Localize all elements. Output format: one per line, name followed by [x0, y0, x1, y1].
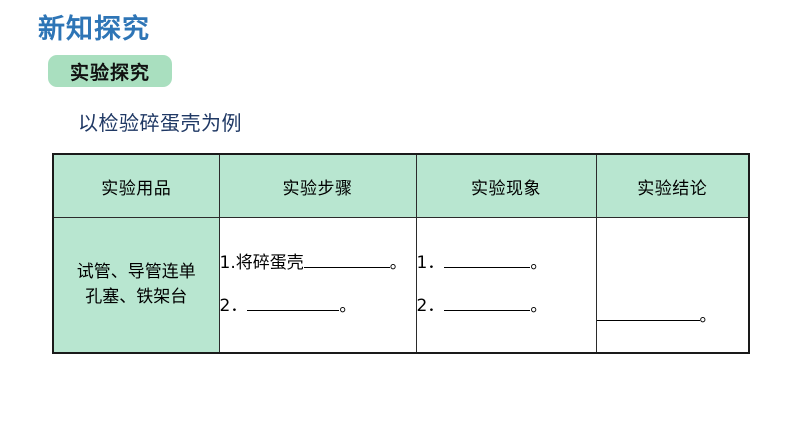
step-2-number: 2．: [219, 296, 248, 316]
table-header-materials: 实验用品: [52, 153, 220, 218]
phenomenon-2-period: 。: [530, 296, 548, 316]
phenomenon-2-number: 2．: [416, 296, 445, 316]
phenomenon-1-blank[interactable]: [444, 267, 531, 268]
step-1-text: 将碎蛋壳: [235, 253, 304, 273]
step-item-1: 1.将碎蛋壳 。: [220, 255, 416, 272]
table-header-conclusion: 实验结论: [595, 153, 750, 218]
phenomenon-item-1: 1． 。: [417, 255, 596, 272]
cell-materials: 试管、导管连单 孔塞、铁架台: [52, 217, 220, 354]
materials-line-2: 孔塞、铁架台: [85, 287, 188, 307]
table-header-phenomena: 实验现象: [415, 153, 597, 218]
phenomenon-1-number: 1．: [416, 253, 445, 273]
subtitle-text: 以检验碎蛋壳为例: [78, 111, 242, 135]
step-1-number: 1.: [219, 253, 236, 273]
experiment-badge-label: 实验探究: [69, 61, 150, 84]
conclusion-item: 。: [596, 305, 717, 326]
experiment-table: 实验用品 实验步骤 实验现象 实验结论 试管、导管连单 孔塞、铁架台 1.将碎蛋…: [52, 153, 750, 354]
table-row: 试管、导管连单 孔塞、铁架台 1.将碎蛋壳。 2．。 1．。: [52, 217, 750, 354]
step-2-period: 。: [339, 296, 357, 316]
conclusion-period: 。: [699, 305, 717, 326]
table-header-row: 实验用品 实验步骤 实验现象 实验结论: [52, 153, 750, 218]
phenomenon-2-blank[interactable]: [444, 310, 531, 311]
materials-line-1: 试管、导管连单: [76, 262, 196, 283]
step-1-period: 。: [389, 253, 407, 273]
cell-steps: 1.将碎蛋壳。 2．。: [218, 217, 417, 354]
phenomenon-1-period: 。: [530, 253, 548, 273]
step-1-blank[interactable]: [303, 267, 390, 268]
cell-conclusion: 。: [595, 217, 750, 354]
table-header-steps: 实验步骤: [218, 153, 417, 218]
cell-phenomena: 1． 。 2． 。: [415, 217, 597, 354]
phenomenon-item-2: 2． 。: [417, 298, 596, 315]
step-item-2: 2． 。: [220, 298, 416, 315]
page-title: 新知探究: [38, 14, 150, 45]
conclusion-blank[interactable]: [596, 319, 700, 321]
step-2-blank[interactable]: [247, 310, 340, 311]
experiment-badge: 实验探究: [48, 55, 172, 87]
